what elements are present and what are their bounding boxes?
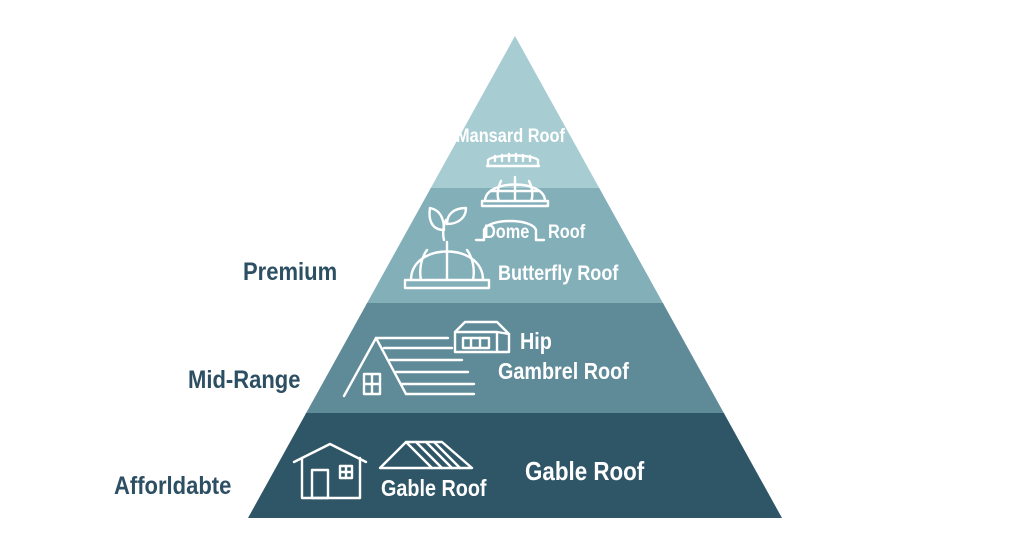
barn-icon — [451, 318, 513, 354]
dome-roof-outline-icon — [470, 210, 550, 246]
pyramid-tier-affordable — [248, 413, 782, 518]
tier-label-affordable: Afforldabte — [114, 472, 232, 500]
roof-label-gambrel: Gambrel Roof — [498, 358, 629, 384]
mansard-roof-icon — [485, 150, 541, 170]
roof-label-gable-small: Gable Roof — [381, 475, 487, 501]
house-icon — [290, 440, 370, 500]
dome-icon — [479, 169, 551, 209]
roof-label-dome: Dome — [484, 222, 530, 243]
tier-label-premium: Premium — [243, 258, 338, 286]
roof-label-butterfly: Butterfly Roof — [498, 262, 619, 285]
roof-label-hip: Hip — [520, 328, 552, 354]
gable-roof-icon — [376, 438, 476, 472]
large-dome-icon — [401, 236, 493, 292]
roof-label-gable: Gable Roof — [525, 456, 645, 486]
roof-label-dome-suffix: Roof — [548, 222, 586, 243]
roof-label-mansard: Mansard Roof — [456, 126, 565, 147]
house-roof-icon — [340, 334, 480, 400]
leaf-icon — [424, 204, 468, 242]
tier-label-mid-range: Mid-Range — [188, 366, 301, 394]
